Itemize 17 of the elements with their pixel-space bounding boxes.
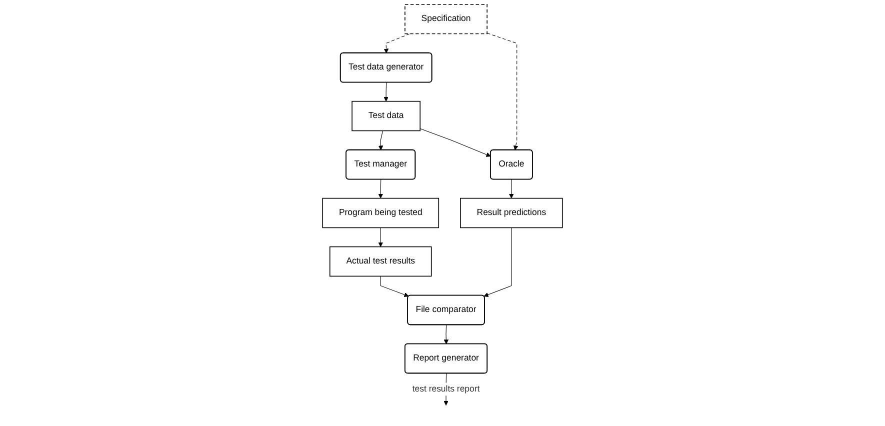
node-box: Specification bbox=[404, 4, 488, 34]
edge-label: test results report bbox=[412, 384, 480, 394]
arrow bbox=[484, 227, 512, 297]
arrow bbox=[509, 179, 514, 198]
node-box: Program being tested bbox=[322, 198, 440, 228]
arrow bbox=[444, 324, 449, 344]
arrow bbox=[378, 227, 384, 247]
node-box: Result predictions bbox=[460, 198, 563, 228]
arrow bbox=[378, 130, 384, 150]
arrow bbox=[384, 82, 388, 102]
arrow bbox=[384, 34, 410, 54]
arrow bbox=[378, 179, 384, 198]
arrow bbox=[380, 276, 409, 298]
arrow bbox=[420, 128, 491, 157]
node-box: Actual test results bbox=[329, 246, 432, 277]
arrow bbox=[486, 32, 518, 150]
node-box: Test data bbox=[352, 100, 420, 132]
